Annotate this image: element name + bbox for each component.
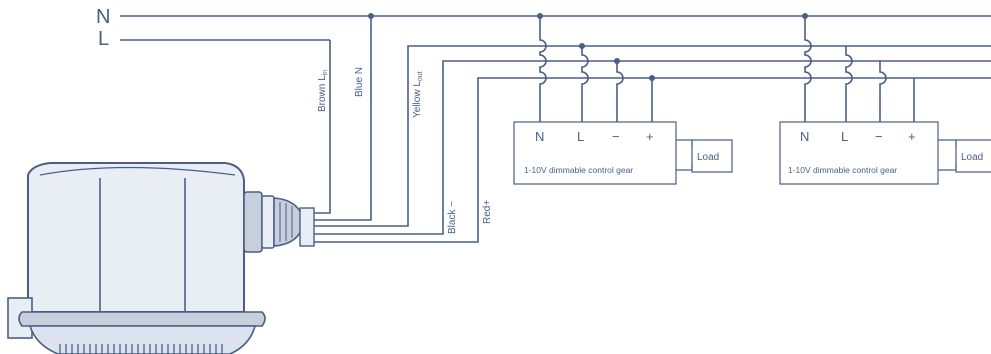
black-wire — [312, 60, 991, 235]
gear1-terminal-minus: − — [612, 129, 620, 144]
gear1-terminal-n: N — [535, 129, 544, 144]
gear2-terminal-l: L — [841, 129, 848, 144]
gear2-n-drop — [804, 16, 812, 122]
gear1-l-drop — [581, 46, 589, 122]
gear2-load-wire-top — [938, 139, 957, 148]
gear1-terminal-l: L — [577, 129, 584, 144]
line-label: L — [98, 28, 109, 50]
black-wire-label: Black − — [447, 201, 458, 234]
gear1-load-wire-top — [676, 139, 693, 148]
gear1-minus-drop — [616, 61, 624, 122]
gear2-minus-drop — [879, 61, 887, 122]
gear2-load-box — [955, 139, 991, 173]
gear2-title: 1-10V dimmable control gear — [788, 165, 897, 175]
brown-wire — [312, 40, 331, 214]
red-wire — [312, 77, 991, 243]
blue-wire — [312, 16, 372, 221]
control-gear-2 — [779, 121, 939, 185]
gear1-load-label: Load — [697, 152, 719, 163]
gear1-load-wire-bottom — [676, 162, 693, 171]
control-gear-1 — [513, 121, 677, 185]
yellow-wire-label: Yellow Lout — [412, 71, 424, 118]
gear2-terminal-minus: − — [875, 129, 883, 144]
sensor-device-icon — [7, 162, 315, 354]
gear2-load-wire-bottom — [938, 162, 957, 171]
gear2-l-drop — [845, 46, 853, 122]
red-wire-label: Red+ — [482, 200, 493, 224]
gear1-n-drop — [539, 16, 547, 122]
neutral-label: N — [96, 6, 110, 28]
gear2-load-label: Load — [961, 152, 983, 163]
gear2-terminal-n: N — [800, 129, 809, 144]
brown-wire-label: Brown Lin — [317, 70, 329, 112]
yellow-wire — [312, 45, 991, 227]
blue-wire-label: Blue N — [354, 67, 365, 97]
gear1-title: 1-10V dimmable control gear — [524, 165, 633, 175]
gear1-terminal-plus: + — [646, 129, 654, 144]
gear1-load-box — [691, 139, 733, 173]
gear2-terminal-plus: + — [908, 129, 916, 144]
